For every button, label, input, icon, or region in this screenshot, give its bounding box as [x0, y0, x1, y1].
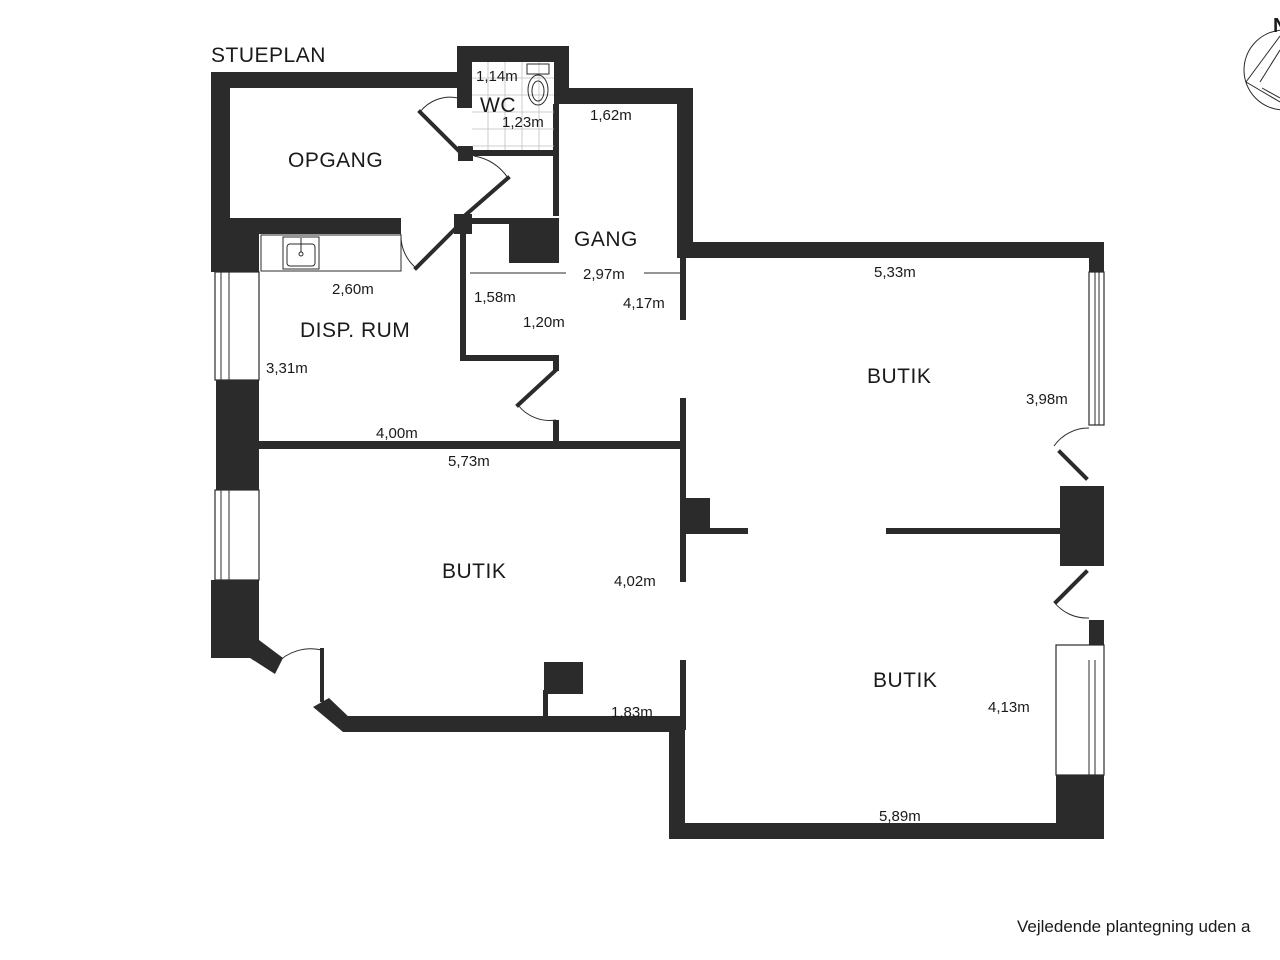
- dim-butik-lr-depth: 4,13m: [988, 699, 1030, 716]
- dim-wc-width: 1,14m: [476, 68, 518, 85]
- dim-gang-1-58: 1,58m: [474, 289, 516, 306]
- dim-disp-depth: 3,31m: [266, 360, 308, 377]
- dim-butik-ur-depth: 3,98m: [1026, 391, 1068, 408]
- walls: [211, 46, 1104, 839]
- dim-gang-top: 1,62m: [590, 107, 632, 124]
- dim-butik-left-bottom: 1,83m: [611, 704, 653, 721]
- dim-gang-width: 2,97m: [583, 266, 625, 283]
- windows: [214, 271, 1105, 776]
- dim-disp-bottom: 4,00m: [376, 425, 418, 442]
- dim-butik-ur-width: 5,33m: [874, 264, 916, 281]
- room-label-wc: WC: [480, 94, 516, 117]
- doors: [275, 96, 1090, 702]
- toilet-icon: [526, 63, 550, 106]
- wc-tiles: [472, 62, 554, 150]
- footer-disclaimer: Vejledende plantegning uden a: [1017, 917, 1251, 936]
- compass-icon: [1243, 29, 1280, 111]
- north-label: N: [1273, 15, 1280, 37]
- dim-butik-left-width: 5,73m: [448, 453, 490, 470]
- dim-gang-height: 4,17m: [623, 295, 665, 312]
- plan-title: STUEPLAN: [211, 44, 326, 67]
- dim-gang-1-20: 1,20m: [523, 314, 565, 331]
- dim-disp-width: 2,60m: [332, 281, 374, 298]
- dim-butik-lr-width: 5,89m: [879, 808, 921, 825]
- room-label-gang: GANG: [574, 228, 638, 251]
- sink-icon: [260, 234, 402, 272]
- dim-wc-depth: 1,23m: [502, 114, 544, 131]
- room-label-butik-left: BUTIK: [442, 560, 506, 583]
- dim-butik-left-depth: 4,02m: [614, 573, 656, 590]
- room-label-opgang: OPGANG: [288, 149, 383, 172]
- room-label-butik-upper-right: BUTIK: [867, 365, 931, 388]
- room-label-butik-lower-right: BUTIK: [873, 669, 937, 692]
- room-label-disp-rum: DISP. RUM: [300, 319, 410, 342]
